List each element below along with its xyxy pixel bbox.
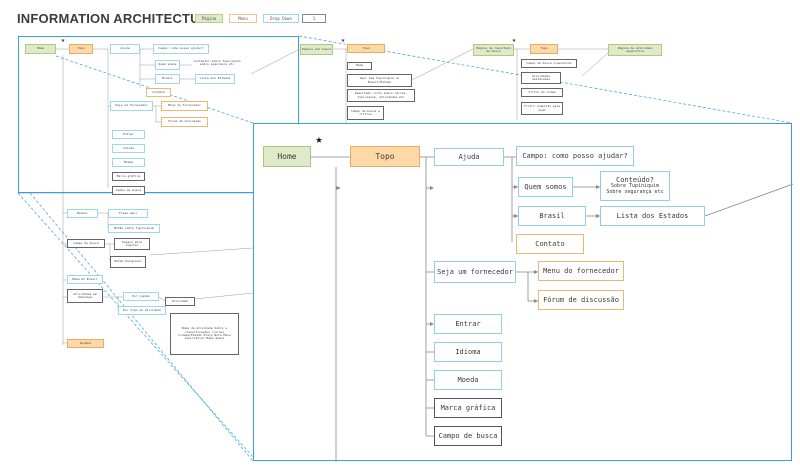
mini-frase: Frase aqui (108, 209, 148, 218)
zoom-topo: Topo (350, 146, 420, 167)
zoom-panel: Home ★ Topo Ajuda Campo: como posso ajud… (253, 123, 794, 462)
mini-forum: Fórum de discussão (161, 117, 208, 127)
mini-resultado: Resultado curto sobre várias, tupiniquim… (347, 89, 415, 102)
zoom-connectors (311, 156, 794, 462)
zoom-menu-fornecedor: Menu do fornecedor (538, 261, 624, 281)
legend-other: 1 (302, 14, 326, 23)
zoom-campo-ajuda: Campo: como posso ajudar? (516, 146, 634, 166)
zoom-conteudo-l1: Sobre Tupiniquim (610, 183, 660, 189)
mini-conteudo: Conteúdo? sobre Tupiniquim sobre seguran… (193, 58, 241, 66)
mini-banner: Banner (67, 209, 98, 218)
mini-campo-preenchido: Campo de busca preenchido (521, 59, 577, 68)
mini-topo: Topo (69, 44, 93, 54)
zoom-conteudo: Conteúdo? Sobre Tupiniquim Sobre seguran… (600, 171, 670, 201)
mini-topo-2: Topo (347, 44, 385, 53)
mini-detalhes: Nome da atividade Sobre e classificações… (170, 313, 239, 355)
zoom-brasil: Brasil (518, 206, 586, 226)
mini-mapa: Mapa do Brasil (67, 275, 103, 284)
zoom-ajuda: Ajuda (434, 148, 504, 166)
mini-filtro-completo: Filtro completo para ação (521, 102, 563, 115)
mini-atividades: Atividades em destaque (67, 289, 103, 303)
overview-frame (18, 36, 299, 193)
mini-idioma: Idioma (112, 144, 145, 153)
mini-menu-fornecedor: Menu do fornecedor (161, 101, 208, 111)
mini-quem-somos: Quem somos (155, 60, 180, 70)
mini-aqui-tem: Aqui tem Tupiniquim no Brasil/Estado (347, 74, 412, 87)
mini-campo-busca-filtros: Campo de busca e filtros (347, 106, 384, 120)
legend-menu: Menu (229, 14, 257, 23)
mini-fornecedor: Seja um fornecedor (110, 101, 153, 111)
mini-botao-sobre: Botão sobre Tupiniquim (108, 224, 160, 233)
star-icon-zoom: ★ (315, 132, 323, 146)
star-icon-3: ★ (511, 35, 517, 44)
mini-pag-atividade: Página da atividade específica (608, 44, 662, 56)
zoom-campo-busca: Campo de busca (434, 426, 502, 446)
zoom-home: Home (263, 146, 311, 167)
zoom-idioma: Idioma (434, 342, 502, 362)
mini-ajuda: Ajuda (110, 44, 140, 54)
star-icon-2: ★ (340, 35, 346, 44)
mini-campo-busca: Campo de busca (112, 186, 145, 195)
mini-espaco: Espaço para digitar (114, 238, 150, 250)
star-icon: ★ (60, 35, 66, 44)
mini-filtro-ordem: Filtro de ordem (521, 88, 563, 97)
legend-page: Página (195, 14, 223, 23)
mini-marca: Marca gráfica (112, 172, 145, 181)
zoom-entrar: Entrar (434, 314, 502, 334)
mini-atividade: Atividade (165, 297, 195, 306)
zoom-quem-somos: Quem somos (518, 177, 573, 197)
mini-topo-3: Topo (530, 44, 558, 54)
mini-contato: Contato (146, 88, 171, 97)
zoom-moeda: Moeda (434, 370, 502, 390)
mini-botao-buscar: Botão Pesquisar (110, 256, 146, 268)
zoom-conteudo-title: Conteúdo? (616, 176, 654, 184)
mini-home-2: Home (347, 62, 372, 70)
mini-rodape: Rodapé (67, 339, 104, 348)
mini-campo-busca-2: Campo de busca (67, 239, 105, 248)
mini-moeda: Moeda (112, 158, 145, 167)
mini-pag-result: Página pré busca (300, 44, 333, 55)
zoom-forum: Fórum de discussão (538, 290, 624, 310)
zoom-marca: Marca gráfica (434, 398, 502, 418)
zoom-conteudo-l2: Sobre segurança etc (606, 189, 664, 195)
mini-brasil: Brasil (155, 74, 180, 84)
mini-lista-estados: Lista dos Estados (195, 74, 235, 84)
page-title: INFORMATION ARCHITECTURE (17, 11, 219, 26)
mini-por-regiao: Por região (123, 292, 159, 301)
mini-entrar: Entrar (112, 130, 145, 139)
zoom-fornecedor: Seja um fornecedor (434, 261, 516, 283)
zoom-lista-estados: Lista dos Estados (600, 206, 705, 226)
mini-home: Home (25, 44, 56, 54)
mini-campo-ajuda: Campo: como posso ajudar? (153, 44, 209, 54)
mini-pag-resultados: Página de resultado de busca (473, 44, 514, 56)
zoom-contato: Contato (516, 234, 584, 254)
legend-dropdown: Drop Down (263, 14, 299, 23)
mini-por-tipo: Por tipo de atividade (118, 306, 166, 315)
mini-atividades-destacadas: Atividades destacadas (521, 72, 561, 84)
